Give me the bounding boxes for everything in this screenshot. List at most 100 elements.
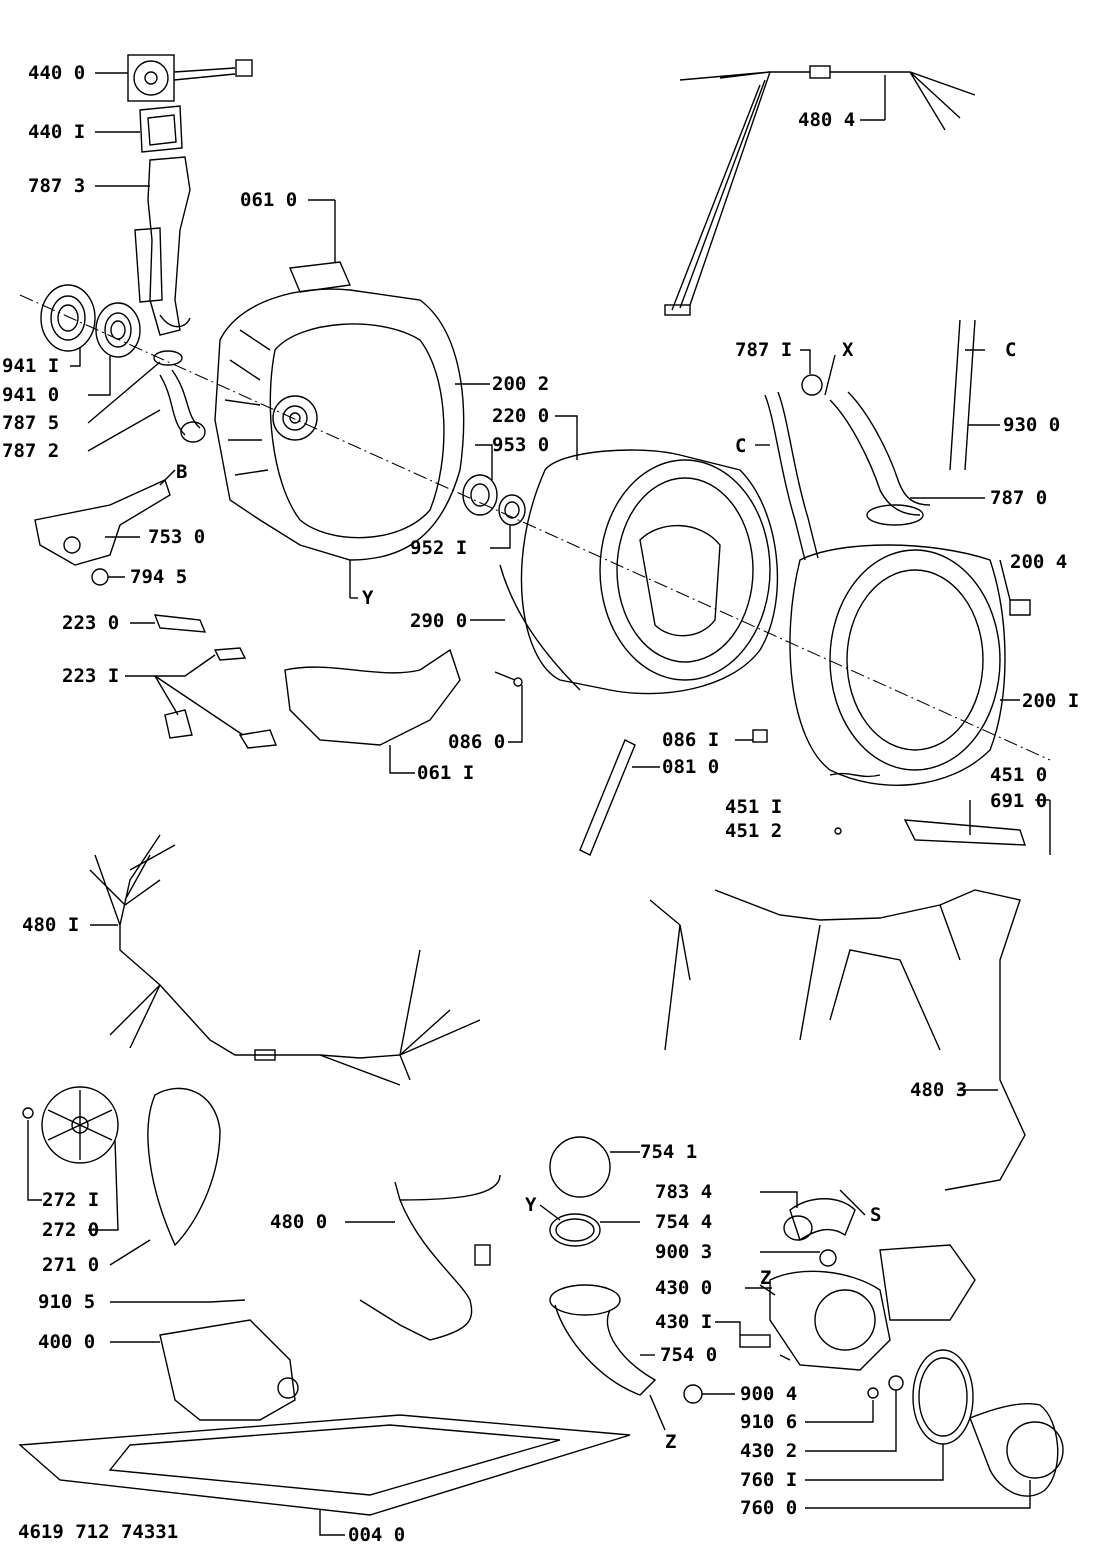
label-910-6: 910 6 (740, 1411, 798, 1433)
counterweight-061-1 (284, 648, 461, 774)
label-753-0: 753 0 (148, 526, 206, 548)
bolt-086-1 (735, 729, 768, 743)
label-910-5: 910 5 (38, 1291, 96, 1313)
label-754-1: 754 1 (640, 1141, 698, 1163)
label-200-4: 200 4 (1010, 551, 1068, 573)
label-787-0: 787 0 (990, 487, 1048, 509)
harness-480-4 (664, 65, 976, 316)
harness-480-0 (345, 1174, 501, 1341)
callout-c-right: C (1005, 339, 1017, 361)
clamp-787-1 (800, 349, 836, 396)
motor-400-0 (110, 1299, 299, 1421)
rear-tub-part (214, 199, 490, 599)
label-783-4: 783 4 (655, 1181, 713, 1203)
label-223-0: 223 0 (62, 612, 120, 634)
label-480-3: 480 3 (910, 1079, 968, 1101)
spring-930-0 (949, 319, 1000, 471)
label-691-0: 691 0 (990, 790, 1048, 812)
spring-c-left (755, 391, 819, 561)
label-480-4: 480 4 (798, 109, 856, 131)
label-953-0: 953 0 (492, 434, 550, 456)
weights-223 (125, 614, 277, 749)
label-004-0: 004 0 (348, 1524, 406, 1546)
label-061-0: 061 0 (240, 189, 298, 211)
label-787-2: 787 2 (2, 440, 60, 462)
washer-272-1 (22, 1107, 42, 1201)
heater-451-0 (829, 772, 1051, 855)
label-787-1: 787 I (735, 339, 793, 361)
label-223-1: 223 I (62, 665, 120, 687)
label-061-1: 061 I (417, 762, 475, 784)
seal-953-0 (462, 444, 498, 516)
label-200-2: 200 2 (492, 373, 550, 395)
dispenser-753-0 (34, 469, 176, 566)
label-430-0: 430 0 (655, 1277, 713, 1299)
label-440-0: 440 0 (28, 62, 86, 84)
callout-z-bottom: Z (665, 1431, 677, 1453)
label-480-1: 480 I (22, 914, 80, 936)
seal-430-2 (805, 1375, 904, 1452)
sump-hose-754-0 (549, 1284, 666, 1431)
callout-y-top: Y (362, 587, 374, 609)
label-271-0: 271 0 (42, 1254, 100, 1276)
clamp-787-5 (87, 350, 183, 424)
callout-y-bottom: Y (525, 1194, 537, 1216)
label-451-2: 451 2 (725, 820, 783, 842)
callout-z-top: Z (760, 1267, 772, 1289)
hose-783-4 (760, 1191, 856, 1242)
callout-b: B (176, 461, 188, 483)
hose-787-2 (87, 369, 206, 452)
label-930-0: 930 0 (1003, 414, 1061, 436)
label-430-1: 430 I (655, 1311, 713, 1333)
label-081-0: 081 0 (662, 756, 720, 778)
label-086-0: 086 0 (448, 731, 506, 753)
hose-787-0 (829, 391, 985, 526)
part-430-1 (715, 1321, 771, 1348)
label-760-1: 760 I (740, 1469, 798, 1491)
base-004-0 (18, 1414, 631, 1536)
clamp-900-4 (683, 1384, 735, 1404)
label-272-1: 272 I (42, 1189, 100, 1211)
cover-754-1 (549, 1136, 640, 1198)
filter-760-0 (805, 1403, 1064, 1509)
gasket-754-4 (549, 1213, 640, 1247)
clamp-900-3 (760, 1249, 837, 1267)
label-787-5: 787 5 (2, 412, 60, 434)
label-941-0: 941 0 (2, 384, 60, 406)
callout-leaders (539, 1189, 866, 1361)
gasket-760-1 (805, 1349, 974, 1481)
label-451-1: 451 I (725, 796, 783, 818)
label-941-1: 941 I (2, 355, 60, 377)
bearing-941-1 (40, 284, 96, 367)
belt-271-0 (109, 1087, 221, 1266)
callout-x: X (842, 339, 854, 361)
tub-axis-line (19, 294, 1051, 761)
pump-430-0 (745, 1244, 976, 1371)
callout-s: S (870, 1204, 882, 1226)
damper-081-0 (579, 739, 660, 856)
callout-c-left: C (735, 435, 747, 457)
label-900-4: 900 4 (740, 1383, 798, 1405)
label-272-0: 272 0 (42, 1219, 100, 1241)
front-tub-part (789, 544, 1031, 786)
label-451-0: 451 0 (990, 764, 1048, 786)
harness-480-3 (649, 889, 1026, 1191)
label-787-3: 787 3 (28, 175, 86, 197)
label-086-1: 086 I (662, 729, 720, 751)
ring-794-5 (91, 568, 125, 586)
air-duct-part (95, 156, 191, 336)
label-220-0: 220 0 (492, 405, 550, 427)
label-900-3: 900 3 (655, 1241, 713, 1263)
label-400-0: 400 0 (38, 1331, 96, 1353)
bolt-086-0 (494, 671, 523, 743)
fan-part (95, 54, 253, 102)
screw-910-6 (805, 1387, 879, 1423)
bearing-941-0 (88, 302, 141, 396)
label-952-1: 952 I (410, 537, 468, 559)
label-290-0: 290 0 (410, 610, 468, 632)
label-480-0: 480 0 (270, 1211, 328, 1233)
fan-gasket-part (95, 105, 183, 153)
harness-480-1 (89, 834, 481, 1086)
drum-part (470, 415, 779, 695)
